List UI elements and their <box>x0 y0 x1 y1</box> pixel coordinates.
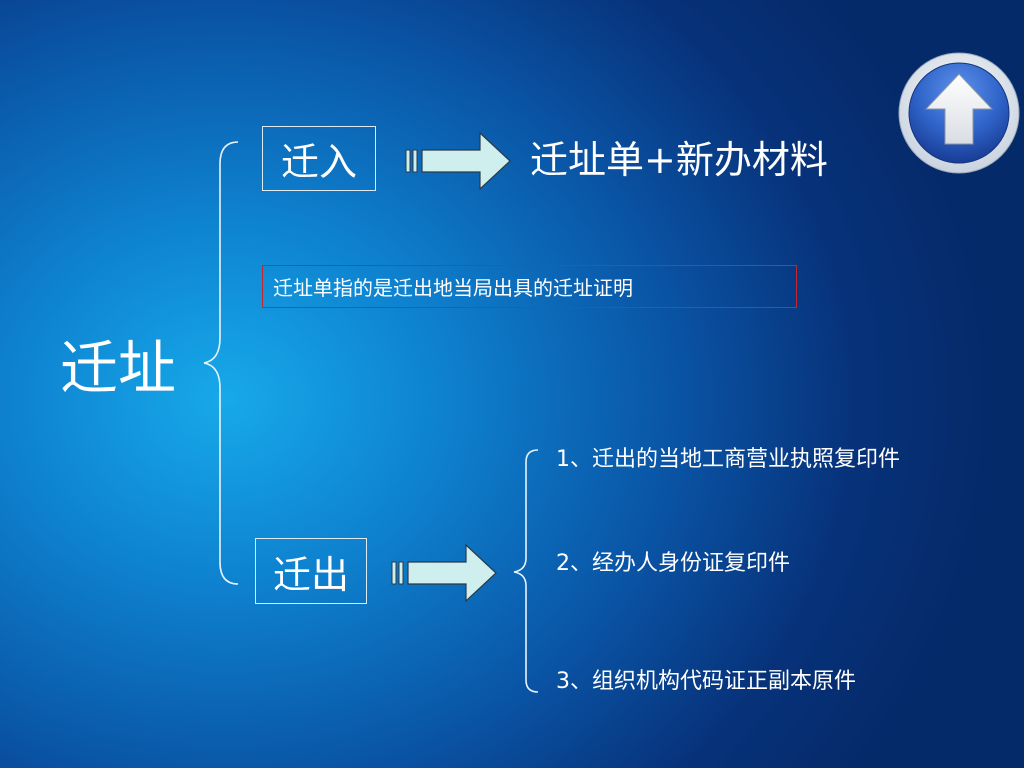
nav-up-button[interactable] <box>898 52 1024 178</box>
main-brace <box>203 141 239 585</box>
move-out-box: 迁出 <box>255 538 367 604</box>
requirement-item: 2、经办人身份证复印件 <box>556 551 790 576</box>
move-out-arrow <box>391 543 497 603</box>
note-box: 迁址单指的是迁出地当局出具的迁址证明 <box>262 265 797 308</box>
up-arrow-icon <box>924 73 994 145</box>
note-text: 迁址单指的是迁出地当局出具的迁址证明 <box>273 276 633 300</box>
requirement-item: 3、组织机构代码证正副本原件 <box>556 669 856 694</box>
move-in-result: 迁址单+新办材料 <box>530 138 828 182</box>
requirements-brace <box>513 449 539 693</box>
move-in-arrow <box>405 131 511 191</box>
move-in-box: 迁入 <box>262 126 376 191</box>
requirement-item: 1、迁出的当地工商营业执照复印件 <box>556 447 900 472</box>
main-title: 迁址 <box>60 334 177 402</box>
